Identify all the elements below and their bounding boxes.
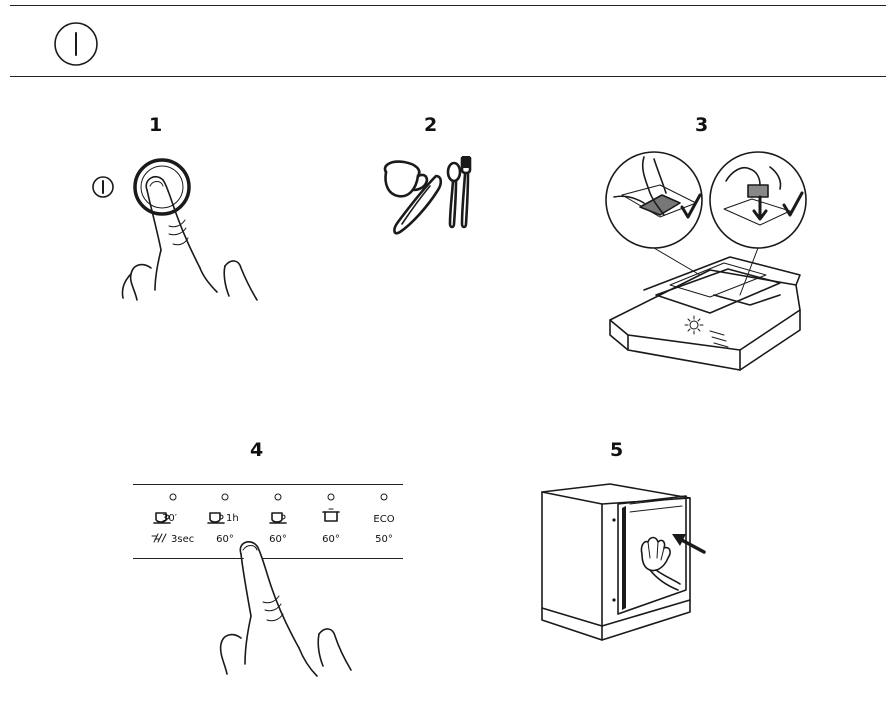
- step-number-2: 2: [424, 114, 438, 136]
- step-number-4: 4: [250, 439, 264, 461]
- step-number-5: 5: [610, 439, 624, 461]
- power-on-icon: [54, 22, 98, 66]
- cup-wash-icon: [269, 512, 287, 524]
- programme-indicator-lamps: [169, 493, 388, 501]
- select-programme-icon: [219, 541, 352, 677]
- programme-1-label: 30′: [162, 513, 177, 524]
- step-number-1: 1: [149, 114, 163, 136]
- programme-1-sub-label: 3sec: [171, 534, 195, 545]
- panel-bottom-line: [133, 558, 403, 559]
- programme-3-temp[interactable]: 60°: [269, 534, 287, 545]
- panel-top-line: [133, 484, 403, 485]
- quick-wash-icon: [153, 512, 171, 524]
- step-number-3: 3: [695, 114, 709, 136]
- close-door-icon: [541, 483, 706, 641]
- programme-5-label: ECO: [373, 514, 395, 525]
- programme-panel: [133, 484, 403, 559]
- rinse-icon: [151, 533, 167, 543]
- one-hour-wash-icon: [207, 512, 225, 524]
- programme-4-temp[interactable]: 60°: [322, 534, 340, 545]
- programme-5-temp[interactable]: 50°: [375, 534, 393, 545]
- programme-2-label: 1h: [226, 513, 239, 524]
- programme-2-temp[interactable]: 60°: [216, 534, 234, 545]
- add-detergent-icon: [605, 151, 807, 371]
- load-dishes-icon: [383, 156, 472, 235]
- header-bottom-rule: [10, 76, 886, 77]
- press-power-button-icon: [92, 158, 258, 301]
- header-top-rule: [10, 5, 886, 6]
- pot-wash-icon: [322, 508, 340, 522]
